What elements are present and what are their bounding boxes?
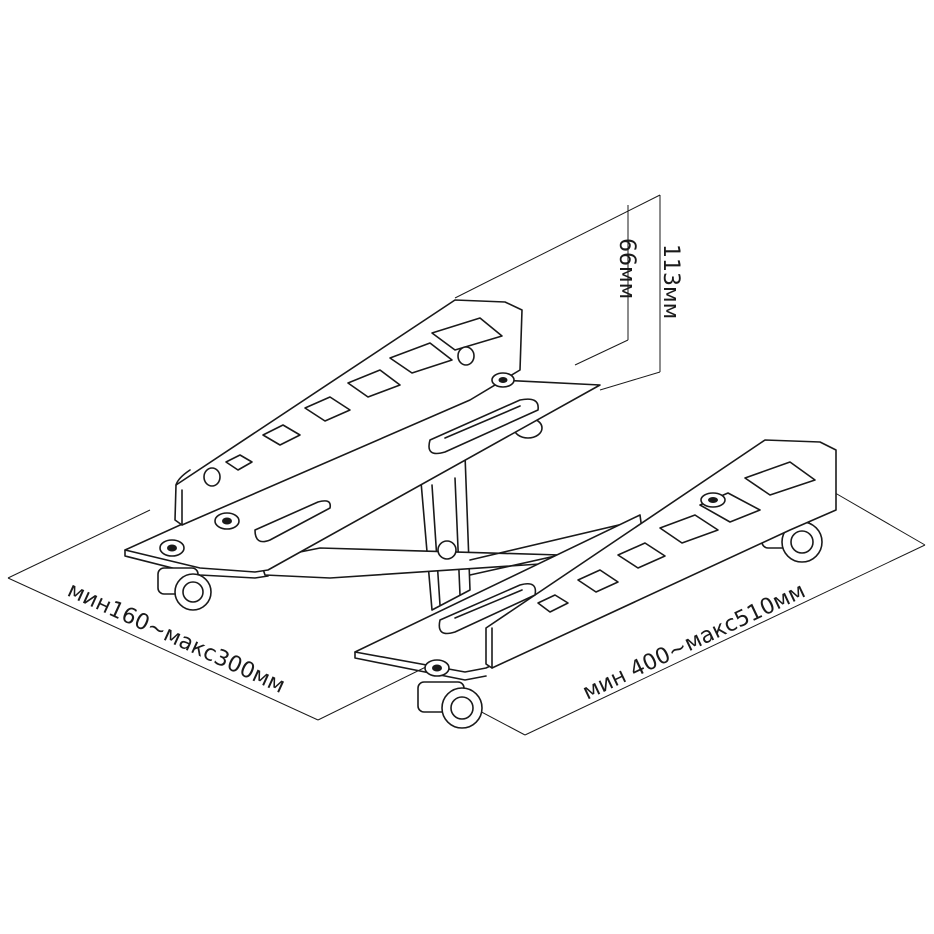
dim-label-66: 66мм xyxy=(614,238,639,299)
left-bracket xyxy=(124,299,601,611)
dimension-lines xyxy=(7,194,926,736)
left-front-wheel xyxy=(157,567,212,611)
left-rail-slots xyxy=(225,317,503,471)
cross-frame xyxy=(259,454,651,611)
right-bracket xyxy=(354,439,837,729)
right-front-wheel xyxy=(417,681,483,729)
dim-label-113: 113мм xyxy=(658,244,683,319)
